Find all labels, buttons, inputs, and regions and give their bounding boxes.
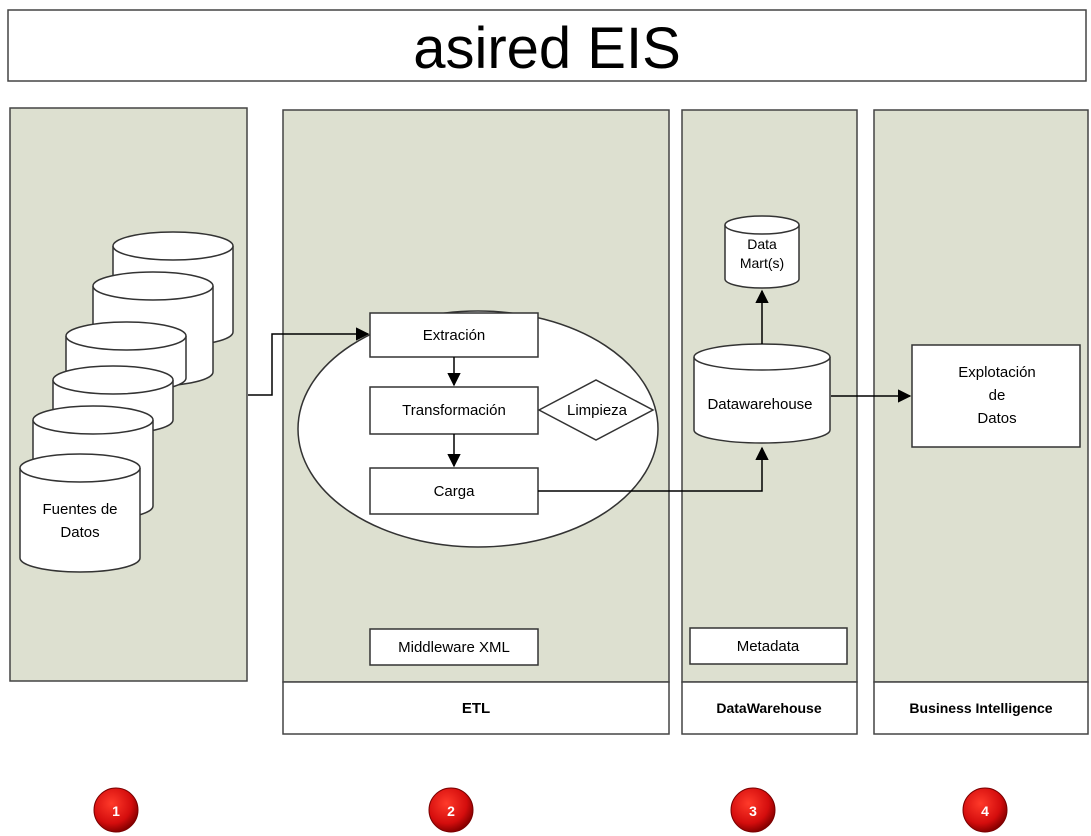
warehouse-footer-label: DataWarehouse (716, 700, 822, 716)
datamart-cylinder (724, 215, 800, 289)
bi-footer-label: Business Intelligence (909, 700, 1052, 716)
step-badge-4: 4 (962, 787, 1008, 833)
sources-label-line1: Fuentes de (42, 501, 117, 518)
exploitation-label-line3: Datos (977, 410, 1016, 427)
metadata-label: Metadata (737, 638, 800, 655)
middleware-box (369, 628, 539, 666)
datawarehouse-cylinder (693, 343, 831, 444)
middleware-label: Middleware XML (398, 639, 510, 656)
etl-footer (282, 681, 670, 735)
step-badge-4-label: 4 (981, 803, 989, 819)
cleaning-diamond (537, 379, 655, 441)
step-badge-1: 1 (93, 787, 139, 833)
source-cylinder-front (19, 453, 141, 573)
data-sources-stack (19, 231, 234, 573)
step-badge-1-label: 1 (112, 803, 120, 819)
cleaning-label: Limpieza (567, 402, 628, 419)
datawarehouse-label: Datawarehouse (707, 396, 812, 413)
metadata-box (689, 627, 848, 665)
page-title: asired EIS (413, 16, 681, 81)
load-to-warehouse-arrow (538, 446, 769, 492)
bi-footer (873, 681, 1089, 735)
step-badge-2-label: 2 (447, 803, 455, 819)
step-badge-2: 2 (428, 787, 474, 833)
step-badge-3: 3 (730, 787, 776, 833)
exploitation-label-line1: Explotación (958, 364, 1036, 381)
exploitation-label-line2: de (989, 387, 1006, 404)
datamart-label-line2: Mart(s) (740, 255, 784, 271)
datamart-label-line1: Data (747, 236, 777, 252)
etl-footer-label: ETL (462, 700, 490, 717)
transform-label: Transformación (402, 402, 506, 419)
load-label: Carga (434, 483, 476, 500)
warehouse-footer (681, 681, 858, 735)
step-badge-3-label: 3 (749, 803, 757, 819)
extract-label: Extración (423, 327, 486, 344)
exploitation-box (911, 344, 1081, 448)
transform-box (369, 386, 539, 435)
title-box (7, 9, 1087, 82)
sources-to-extract-arrow (248, 327, 370, 396)
sources-label-line2: Datos (60, 524, 99, 541)
